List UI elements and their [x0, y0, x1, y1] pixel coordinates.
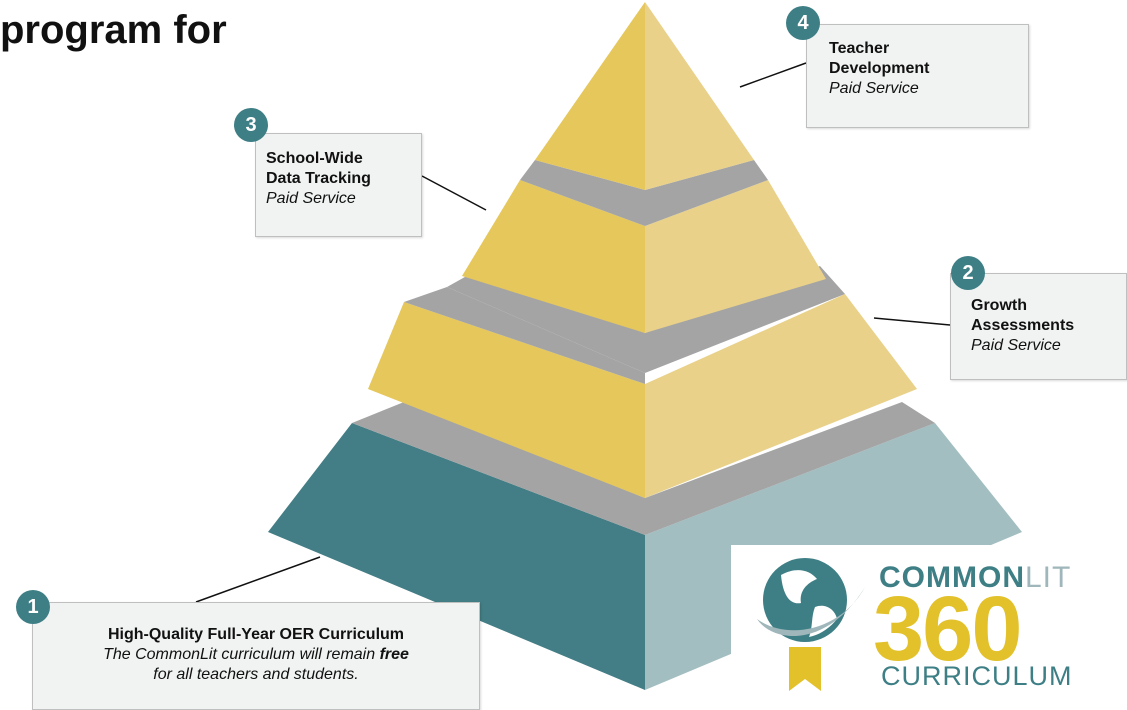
tier-3-right-face — [645, 180, 826, 333]
callout-subtitle: Paid Service — [266, 190, 356, 207]
logo-wordmark-bottom: CURRICULUM — [881, 661, 1073, 691]
callout-title: Growth — [971, 297, 1027, 314]
number-badge-4: 4 — [786, 6, 820, 40]
commonlit-360-logo: COMMONLIT 360 CURRICULUM — [731, 545, 1073, 693]
tier-2-right-face — [645, 294, 917, 498]
callout-oer-curriculum: High-Quality Full-Year OER Curriculum Th… — [32, 602, 480, 710]
callout-subtitle: The CommonLit curriculum will remain fre… — [33, 645, 479, 665]
tier-1-left-face — [268, 423, 645, 690]
callout-subtitle-line-2: for all teachers and students. — [153, 666, 359, 683]
number-badge-3: 3 — [234, 108, 268, 142]
callout-subtitle: Paid Service — [829, 80, 919, 97]
logo-number: 360 — [873, 578, 1022, 680]
logo-word-lit: LIT — [1024, 561, 1072, 594]
tier-1-top-ledge — [352, 402, 935, 535]
tier-3-left-face — [462, 180, 645, 333]
callout-title: Assessments — [971, 317, 1075, 334]
tier-2-left-face — [368, 302, 645, 498]
connector-line-4 — [739, 62, 807, 88]
logo-wordmark-top: COMMONLIT — [879, 561, 1071, 595]
logo-word-common: COMMON — [879, 561, 1025, 594]
page-title: program for — [0, 8, 227, 52]
callout-subtitle: Paid Service — [971, 337, 1061, 354]
callout-title: Data Tracking — [266, 170, 371, 187]
callout-title: School-Wide — [266, 150, 363, 167]
tier-3-top-ledge — [520, 160, 768, 226]
callout-growth-assessments: Growth Assessments Paid Service — [950, 273, 1127, 380]
callout-subtitle-text: The CommonLit curriculum will remain — [103, 646, 380, 663]
callout-title: High-Quality Full-Year OER Curriculum — [107, 626, 405, 643]
callout-title: Development — [829, 60, 930, 77]
tier-2-ledge-fill — [404, 287, 645, 384]
number-badge-1: 1 — [16, 590, 50, 624]
connector-line-1 — [195, 556, 321, 603]
apex-right-face — [645, 2, 754, 190]
callout-teacher-development: Teacher Development Paid Service — [806, 24, 1029, 128]
globe-ribbon-icon — [757, 558, 865, 691]
connector-line-2 — [873, 317, 951, 326]
connector-line-3 — [421, 175, 487, 211]
apex-left-face — [535, 2, 645, 190]
number-badge-2: 2 — [951, 256, 985, 290]
callout-school-wide-data-tracking: School-Wide Data Tracking Paid Service — [255, 133, 422, 237]
callout-subtitle-emphasis: free — [379, 646, 409, 663]
callout-title: Teacher — [829, 40, 890, 57]
